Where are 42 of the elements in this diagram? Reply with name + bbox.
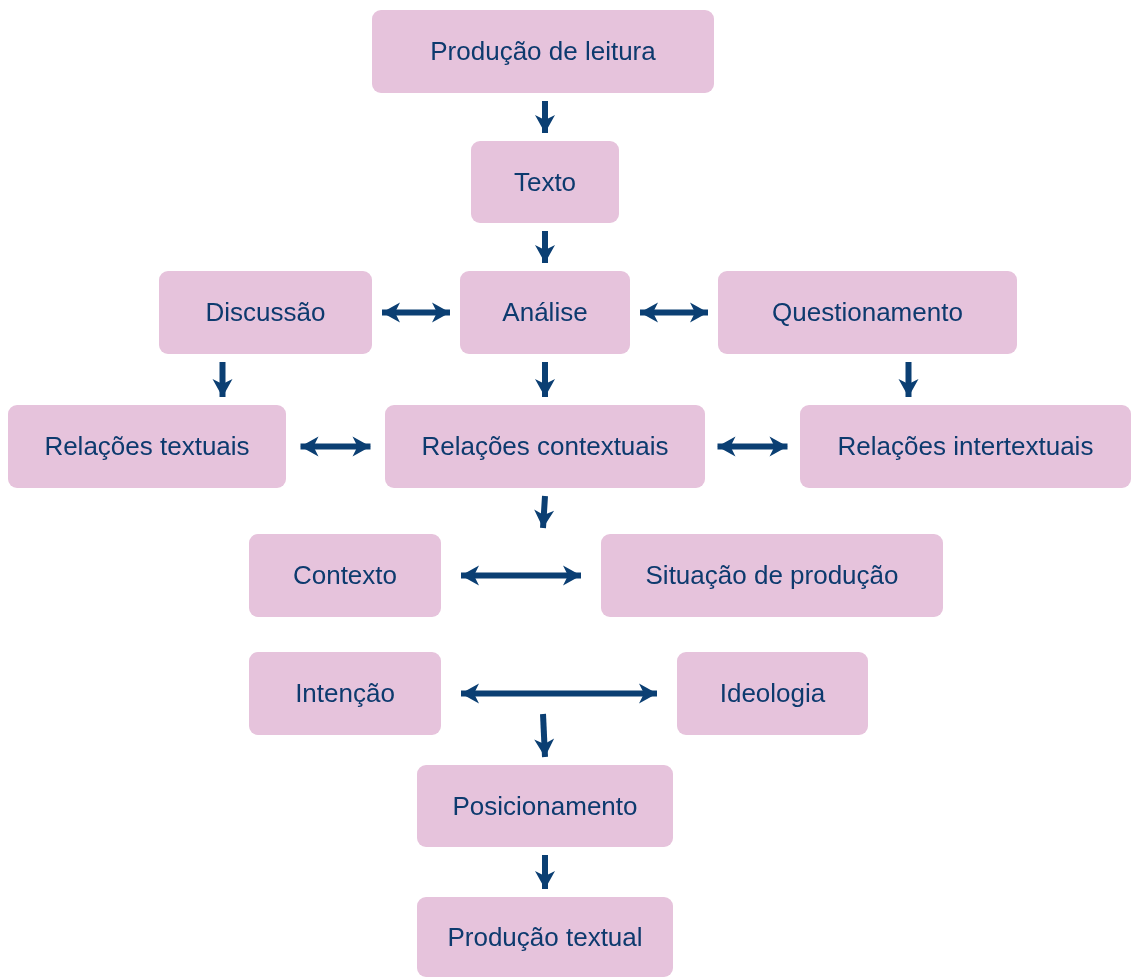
process-box — [249, 652, 441, 735]
process-box — [385, 405, 705, 488]
arrow — [534, 495, 555, 529]
process-box — [417, 897, 673, 977]
process-box — [8, 405, 286, 488]
box-label: Produção textual — [447, 921, 643, 953]
box-label: Relações contextuais — [421, 431, 669, 462]
box-label: Intenção — [295, 678, 395, 709]
process-box — [372, 10, 714, 93]
box-label: Texto — [513, 166, 577, 198]
process-box — [800, 405, 1131, 488]
process-box — [159, 271, 372, 354]
arrow — [461, 565, 581, 586]
process-box — [460, 271, 630, 354]
box-label: Produção de leitura — [430, 36, 656, 67]
process-box — [417, 765, 673, 847]
box-label: Discussão — [205, 297, 326, 328]
box-label: Relações intertextuais — [837, 431, 1094, 462]
box-label: Ideologia — [719, 678, 826, 709]
box-label: Situação de produção — [645, 560, 899, 591]
arrow — [461, 683, 657, 704]
box-label: Análise — [502, 297, 588, 328]
process-box — [677, 652, 868, 735]
box-label: Relações textuais — [44, 431, 250, 462]
arrow — [382, 302, 450, 323]
arrow — [898, 362, 919, 397]
process-box — [471, 141, 619, 223]
arrow — [535, 101, 555, 133]
arrow — [640, 302, 708, 323]
arrow — [534, 713, 555, 758]
arrow — [535, 362, 555, 397]
process-box — [601, 534, 943, 617]
arrow — [535, 855, 555, 889]
box-label: Contexto — [292, 560, 398, 591]
arrow — [535, 231, 555, 263]
arrow — [717, 436, 788, 457]
box-label: Posicionamento — [452, 790, 638, 822]
process-box — [249, 534, 441, 617]
box-label: Questionamento — [772, 297, 963, 328]
arrow — [212, 362, 233, 397]
process-box — [718, 271, 1017, 354]
arrow — [300, 436, 371, 457]
